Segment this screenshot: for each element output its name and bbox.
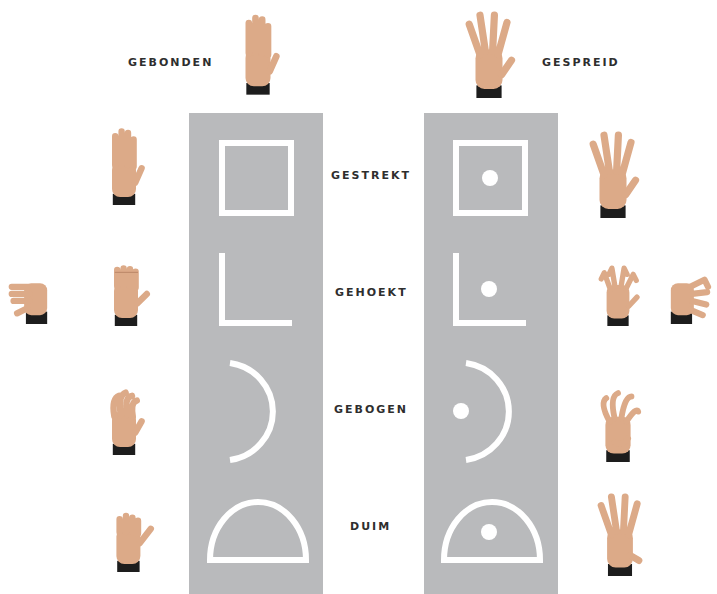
hand-photo <box>112 131 142 205</box>
row-label: GEHOEKT <box>335 286 408 299</box>
hand-photo <box>601 268 637 326</box>
dot-symbol <box>481 281 497 297</box>
spread-dots <box>453 170 498 540</box>
hand-photo <box>601 497 639 576</box>
dot-symbol <box>482 170 498 186</box>
dome-symbol <box>444 502 540 560</box>
row-label: GEBOGEN <box>334 403 408 416</box>
hand-photo <box>12 283 47 324</box>
square-symbol <box>456 143 525 213</box>
hand-photo <box>246 18 277 95</box>
hand-photo <box>116 516 150 572</box>
grey-band <box>189 113 323 594</box>
hand-photo <box>114 268 147 326</box>
square-symbol <box>222 143 291 213</box>
arc-symbol <box>466 363 509 460</box>
angle-symbol <box>222 253 292 323</box>
dome-symbol <box>210 502 306 560</box>
hand-photo <box>469 15 511 98</box>
notation-symbols <box>210 143 540 560</box>
row-label: DUIM <box>350 520 391 533</box>
arc-symbol <box>230 363 273 460</box>
dot-symbol <box>453 403 469 419</box>
dot-symbol <box>481 524 497 540</box>
hand-photo <box>112 393 142 455</box>
column-header: GESPREID <box>542 56 620 69</box>
hand-photo <box>593 135 635 218</box>
hand-photo <box>671 280 708 324</box>
grey-band <box>424 113 558 594</box>
hand-photo <box>604 393 639 462</box>
angle-symbol <box>456 253 526 323</box>
row-label: GESTREKT <box>331 169 411 182</box>
column-header: GEBONDEN <box>128 56 213 69</box>
